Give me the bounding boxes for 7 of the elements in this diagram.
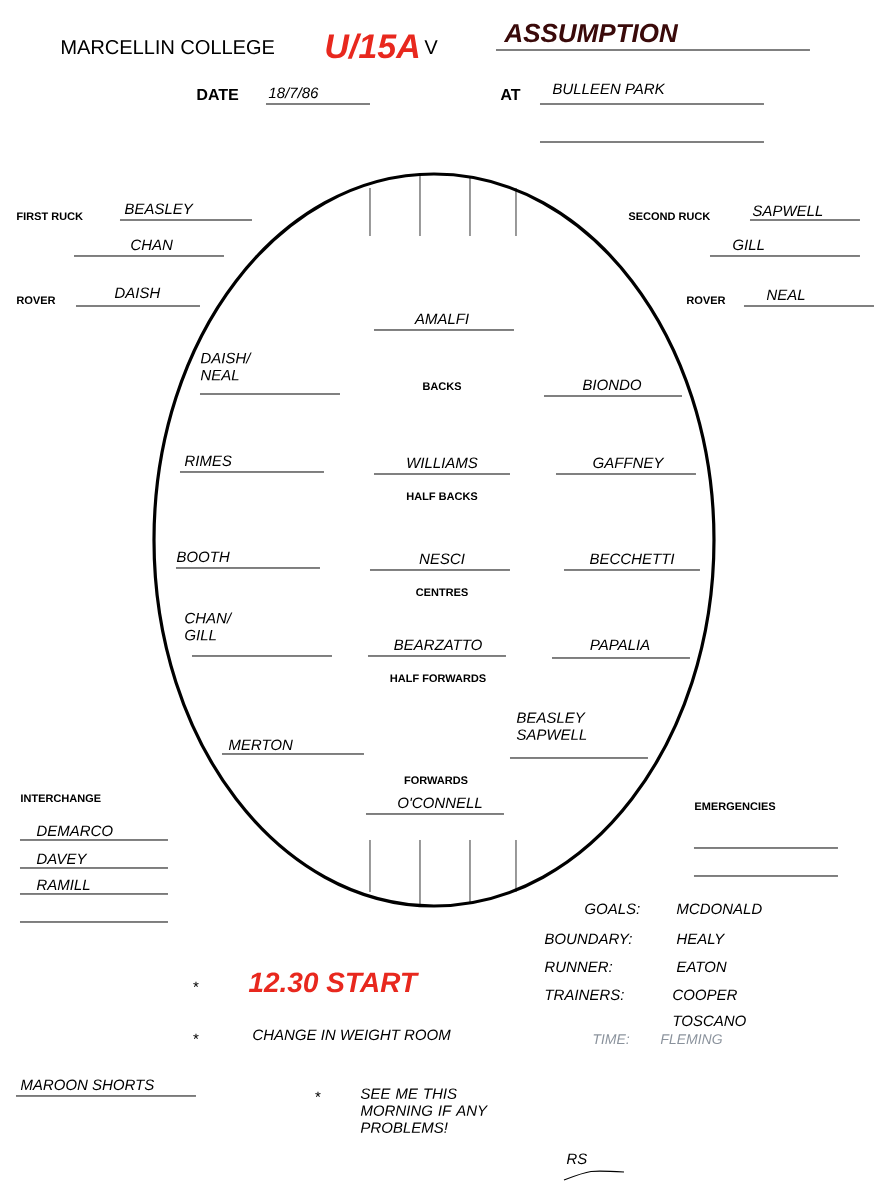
field-label: AT <box>500 89 521 100</box>
opponent-name: ASSUMPTION <box>503 23 679 43</box>
team-grade: U/15A <box>326 33 419 59</box>
field-label: DATE <box>197 89 239 100</box>
school-name: MARCELLIN COLLEGE <box>62 40 274 55</box>
school-name: V <box>424 40 438 54</box>
handwritten-text: 12.30 START <box>248 972 419 993</box>
